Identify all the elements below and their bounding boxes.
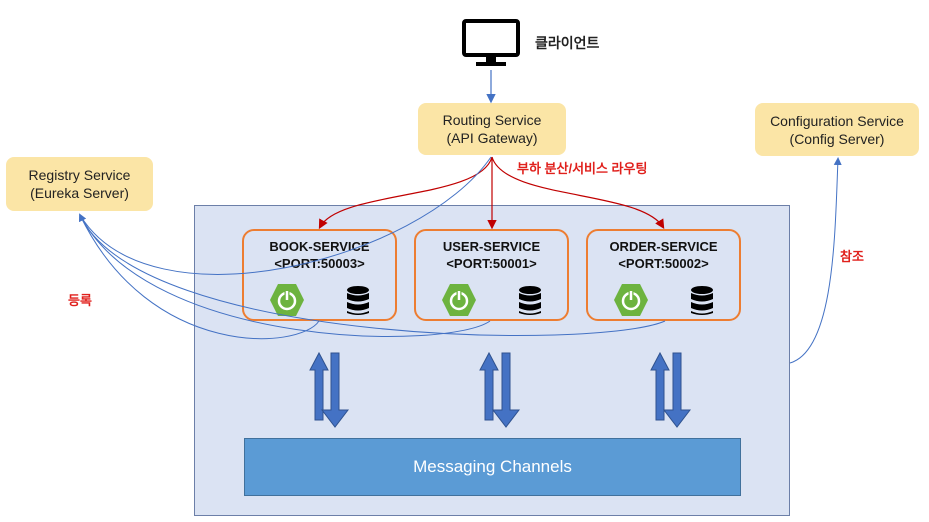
database-icon [691, 286, 713, 315]
service-name: BOOK-SERVICE [269, 239, 370, 254]
book-bidirectional-arrow [309, 351, 350, 428]
database-icon [519, 286, 541, 315]
spring-boot-icon [442, 284, 476, 316]
client-label: 클라이언트 [535, 35, 600, 51]
order-register-line [79, 214, 666, 336]
monitor-icon [462, 19, 520, 66]
config-reference-line [789, 157, 842, 364]
config-service-subtitle: (Config Server) [789, 130, 885, 147]
user-bidirectional-arrow [479, 351, 521, 428]
service-port: <PORT:50001> [446, 256, 537, 271]
service-user: USER-SERVICE <PORT:50001> [414, 229, 569, 321]
service-port: <PORT:50003> [274, 256, 365, 271]
database-icon [347, 286, 369, 315]
service-order: ORDER-SERVICE <PORT:50002> [586, 229, 741, 321]
registry-service-box: Registry Service (Eureka Server) [6, 157, 153, 211]
service-name: ORDER-SERVICE [609, 239, 718, 254]
spring-boot-icon [614, 284, 648, 316]
spring-boot-icon [270, 284, 304, 316]
routing-to-book-arrow [318, 156, 493, 230]
routing-to-order-arrow [491, 156, 665, 230]
service-port: <PORT:50002> [618, 256, 709, 271]
registry-service-title: Registry Service [28, 167, 131, 183]
config-service-box: Configuration Service (Config Server) [755, 103, 919, 156]
book-register-line [79, 213, 320, 340]
routing-register-line [79, 156, 492, 275]
messaging-channels-label: Messaging Channels [413, 457, 572, 476]
messaging-channels: Messaging Channels [244, 438, 741, 496]
service-book: BOOK-SERVICE <PORT:50003> [242, 229, 397, 321]
routing-service-subtitle: (API Gateway) [446, 130, 538, 146]
registry-service-subtitle: (Eureka Server) [30, 185, 129, 201]
config-service-title: Configuration Service [770, 112, 904, 129]
routing-service-title: Routing Service [442, 112, 542, 128]
order-bidirectional-arrow [650, 351, 692, 428]
load-balance-label: 부하 분산/서비스 라우팅 [517, 161, 648, 176]
routing-service-box: Routing Service (API Gateway) [418, 103, 566, 155]
user-register-line [79, 214, 491, 337]
reference-label: 참조 [840, 249, 864, 264]
service-name: USER-SERVICE [442, 239, 541, 254]
register-label: 등록 [68, 293, 92, 308]
